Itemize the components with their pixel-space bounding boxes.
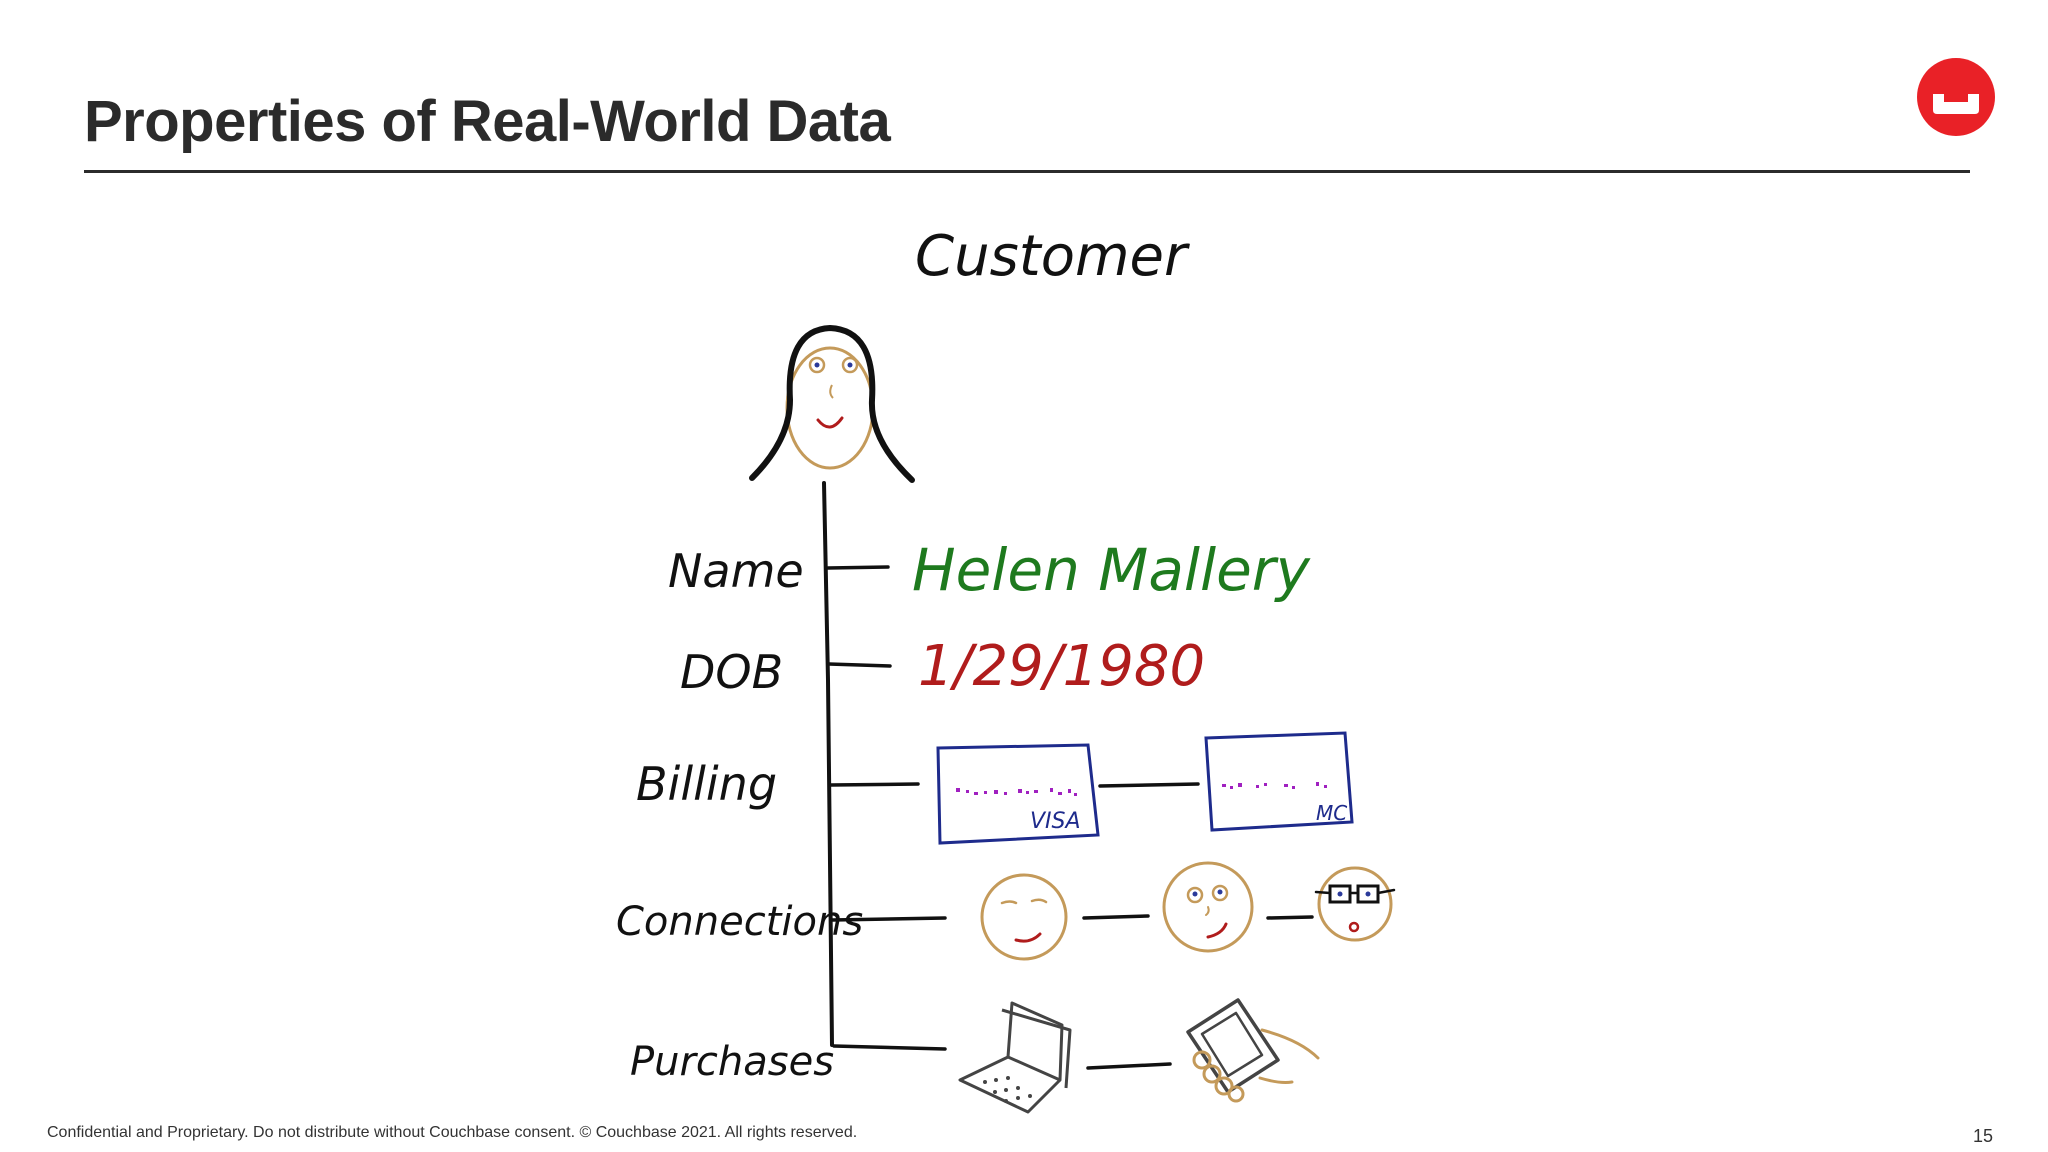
card-brand-mc: MC [1316, 801, 1347, 825]
property-label-connections: Connections [616, 899, 863, 945]
connection-face-3-icon [1314, 866, 1396, 942]
card-brand-visa: VISA [1030, 809, 1081, 834]
property-value-dob: 1/29/1980 [918, 634, 1205, 699]
credit-card-visa-icon: VISA [936, 743, 1100, 845]
laptop-icon [958, 1001, 1072, 1114]
property-label-billing: Billing [636, 757, 777, 811]
diagram-spine [822, 481, 834, 1047]
property-label-purchases: Purchases [630, 1039, 834, 1085]
property-label-name: Name [668, 544, 804, 598]
root-label: Customer [915, 224, 1190, 289]
slide-title: Properties of Real-World Data [84, 89, 891, 154]
title-divider [84, 170, 1970, 173]
property-value-name: Helen Mallery [912, 536, 1311, 604]
footer-disclaimer: Confidential and Proprietary. Do not dis… [47, 1124, 858, 1141]
property-label-dob: DOB [680, 645, 783, 699]
connection-face-1-icon [980, 873, 1068, 961]
customer-portrait-icon [749, 324, 915, 483]
couchbase-logo-icon [1917, 58, 1995, 136]
page-number: 15 [1973, 1126, 1994, 1146]
credit-card-mc-icon: MC [1204, 731, 1354, 832]
connection-face-2-icon [1162, 861, 1254, 953]
phone-in-hand-icon [1186, 998, 1320, 1103]
